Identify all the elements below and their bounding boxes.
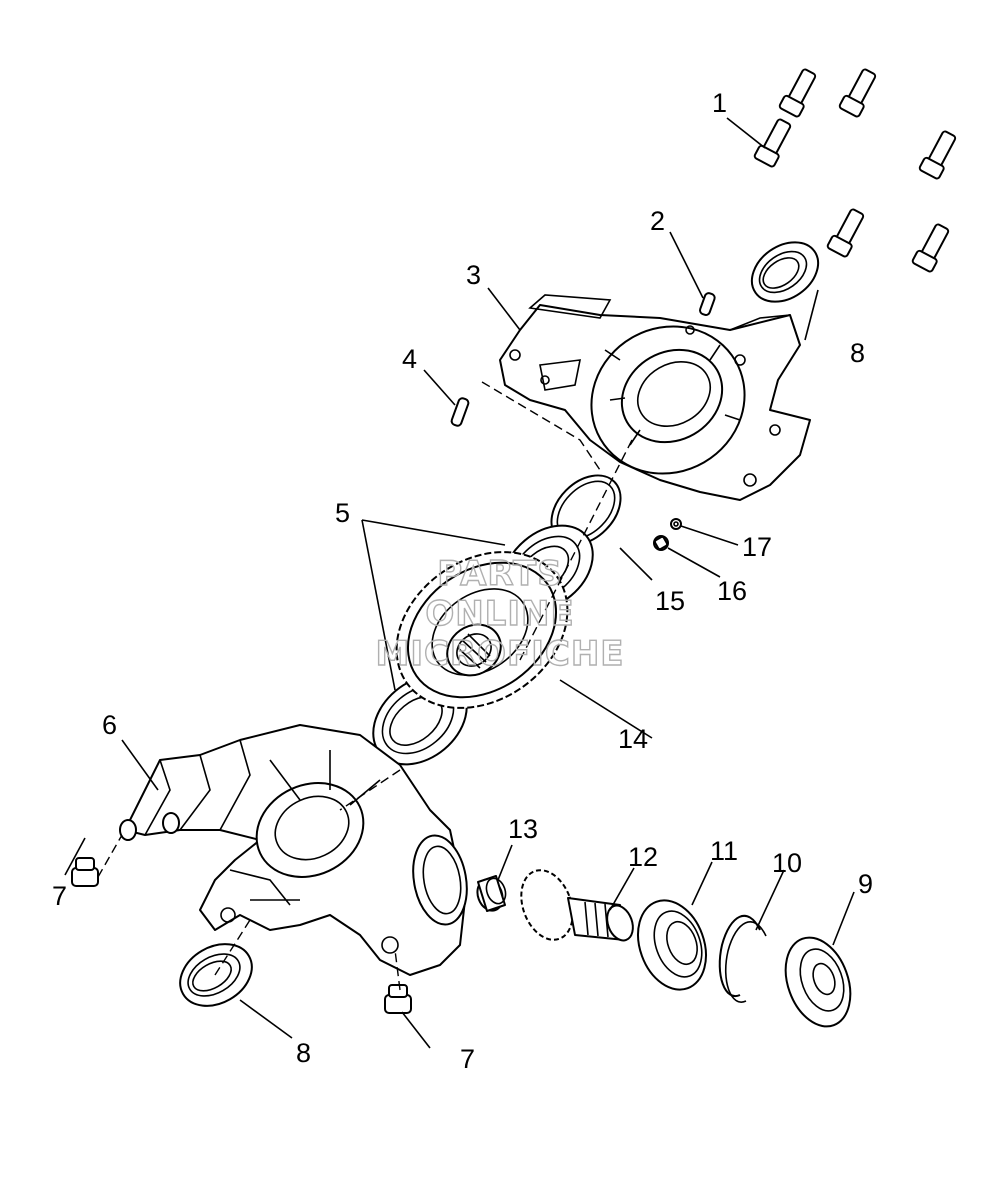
callout-10: 10: [772, 848, 802, 878]
fill-plug: [384, 984, 412, 1014]
callout-17: 17: [742, 532, 772, 562]
snap-ring: [718, 915, 767, 1003]
callout-13: 13: [508, 814, 538, 844]
pinion-shaft: [520, 869, 634, 942]
callout-7-left: 7: [52, 881, 67, 911]
bolt-group: [753, 68, 957, 273]
bolt: [838, 68, 877, 118]
bolt: [778, 68, 817, 118]
dowel-pin: [450, 397, 470, 427]
bolt: [826, 208, 865, 258]
leader-lines: [64, 117, 855, 1049]
callout-15: 15: [655, 586, 685, 616]
callout-6: 6: [102, 710, 117, 740]
watermark-line-3: MICROFICHE: [375, 634, 624, 674]
callout-2: 2: [650, 206, 665, 236]
screw: [653, 535, 669, 551]
watermark-line-1: PARTS: [437, 554, 562, 594]
dowel-pin: [699, 292, 716, 316]
bolt: [918, 130, 957, 180]
callout-3: 3: [466, 260, 481, 290]
watermark-line-2: ONLINE: [425, 594, 574, 634]
ring-gear: [395, 551, 569, 709]
housing-cover: [499, 294, 811, 501]
callout-16: 16: [717, 576, 747, 606]
callout-8-bottom: 8: [296, 1038, 311, 1068]
callout-1: 1: [712, 88, 727, 118]
watermark: PARTS ONLINE MICROFICHE: [375, 553, 624, 674]
callout-labels: 1 2 3 4 5 6 7 7 8 8 9 10 11 12 13 14 15 …: [52, 88, 873, 1074]
bushing: [476, 875, 507, 912]
callout-11: 11: [710, 836, 738, 866]
oil-seal: [179, 943, 253, 1007]
callout-5: 5: [335, 498, 350, 528]
callout-4: 4: [402, 344, 417, 374]
callout-12: 12: [628, 842, 658, 872]
bolt: [753, 118, 792, 168]
main-housing: [119, 724, 468, 976]
callout-14: 14: [618, 724, 648, 754]
assembly-lines: [97, 381, 633, 991]
callout-9: 9: [858, 869, 873, 899]
pinion-bearing: [637, 899, 707, 991]
pinion-seal: [784, 936, 852, 1028]
callout-8-top: 8: [850, 338, 865, 368]
bolt: [911, 223, 950, 273]
washer: [670, 518, 682, 530]
drain-plug: [71, 857, 99, 887]
oil-seal: [750, 241, 820, 303]
callout-7-bottom: 7: [460, 1044, 475, 1074]
